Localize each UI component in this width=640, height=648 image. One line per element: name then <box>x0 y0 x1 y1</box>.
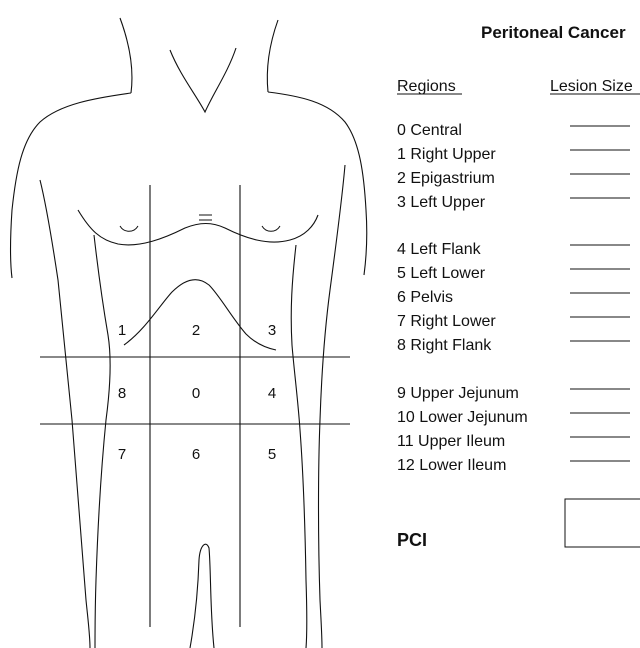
region-label-8: 8 Right Flank <box>397 337 492 354</box>
regions-header: Regions <box>397 78 456 95</box>
figure-title: Peritoneal Cancer <box>481 23 626 42</box>
zone-5: 5 <box>268 446 276 463</box>
pci-score-box[interactable] <box>565 499 640 547</box>
region-label-6: 6 Pelvis <box>397 289 453 306</box>
region-label-3: 3 Left Upper <box>397 194 486 211</box>
region-label-0: 0 Central <box>397 122 462 139</box>
zone-6: 6 <box>192 446 200 463</box>
zone-numbers: 1 2 3 8 0 4 7 6 5 <box>118 322 276 463</box>
lesion-size-header: Lesion Size <box>550 78 633 95</box>
left-nipple <box>262 226 280 231</box>
region-label-10: 10 Lower Jejunum <box>397 409 528 426</box>
lesion-size-blanks[interactable] <box>570 126 630 461</box>
region-label-4: 4 Left Flank <box>397 241 482 258</box>
costal-margin <box>124 280 276 350</box>
zone-4: 4 <box>268 385 276 402</box>
zone-0: 0 <box>192 385 200 402</box>
anatomy-lines <box>78 210 318 648</box>
zone-2: 2 <box>192 322 200 339</box>
region-label-11: 11 Upper Ileum <box>397 433 505 450</box>
region-list: 0 Central 1 Right Upper 2 Epigastrium 3 … <box>397 122 528 474</box>
zone-1: 1 <box>118 322 126 339</box>
torso-outline <box>11 18 367 648</box>
zone-7: 7 <box>118 446 126 463</box>
midline-leg-split <box>190 544 214 648</box>
region-label-7: 7 Right Lower <box>397 313 496 330</box>
region-label-5: 5 Left Lower <box>397 265 486 282</box>
right-nipple <box>120 226 138 231</box>
zone-8: 8 <box>118 385 126 402</box>
region-label-9: 9 Upper Jejunum <box>397 385 519 402</box>
region-grid <box>40 185 350 627</box>
zone-3: 3 <box>268 322 276 339</box>
pci-label: PCI <box>397 530 427 550</box>
region-label-2: 2 Epigastrium <box>397 170 495 187</box>
region-label-1: 1 Right Upper <box>397 146 496 163</box>
region-label-12: 12 Lower Ileum <box>397 457 506 474</box>
